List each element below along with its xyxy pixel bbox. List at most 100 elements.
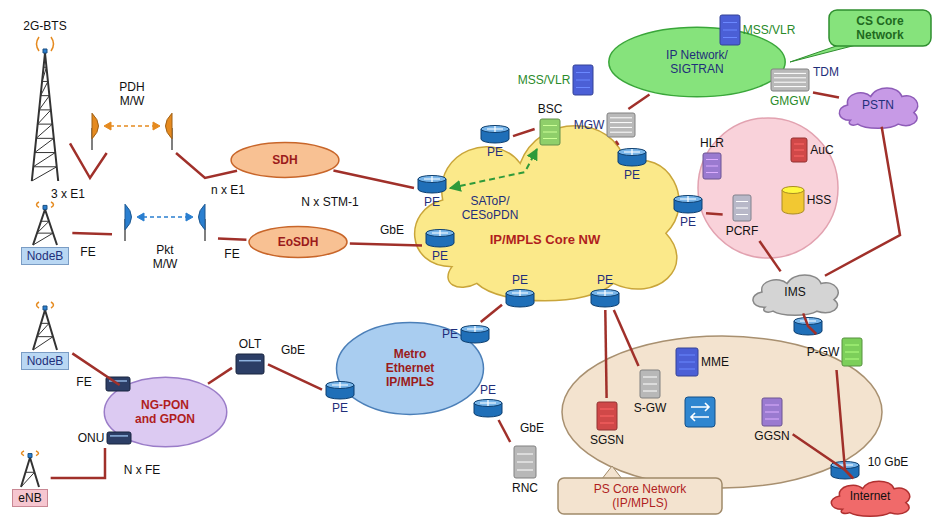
server-node: PCRF bbox=[726, 194, 759, 238]
icon-stroke bbox=[37, 221, 49, 233]
tower-icon bbox=[23, 35, 67, 181]
icon-stroke bbox=[723, 23, 737, 38]
router-top bbox=[618, 149, 646, 156]
node-label: HLR bbox=[700, 136, 724, 150]
server-node: GGSN bbox=[754, 397, 789, 443]
icon-stroke bbox=[512, 290, 528, 296]
connector bbox=[499, 420, 511, 442]
tower-icon bbox=[25, 300, 65, 350]
node-label: PE bbox=[480, 383, 496, 397]
server-node: P-GW bbox=[807, 337, 864, 367]
node-label: PE bbox=[487, 145, 503, 159]
switch-arrows bbox=[691, 403, 709, 421]
node-label: S-GW bbox=[634, 401, 667, 415]
node-label: SGSN bbox=[590, 433, 624, 447]
icon-stroke bbox=[467, 326, 483, 332]
node-label: PE bbox=[512, 273, 528, 287]
node-label: IP Network/ SIGTRAN bbox=[652, 48, 742, 76]
icon-stroke bbox=[110, 435, 128, 437]
server-icon bbox=[572, 64, 594, 96]
node-label: RNC bbox=[512, 481, 538, 495]
server-icon bbox=[790, 137, 808, 163]
icon-stroke bbox=[517, 454, 533, 470]
connector bbox=[825, 127, 900, 276]
edge-label: 10 GbE bbox=[868, 455, 909, 469]
router-node: PE bbox=[480, 125, 510, 159]
node-label: PE bbox=[432, 249, 448, 263]
router-node: PE bbox=[425, 229, 455, 263]
connector bbox=[481, 305, 502, 322]
server-icon bbox=[702, 152, 722, 180]
server-icon bbox=[539, 118, 561, 146]
olt-node: OLT bbox=[235, 337, 265, 375]
box-node: CS Core Network bbox=[828, 9, 932, 47]
server-icon bbox=[596, 401, 618, 431]
ell-shape bbox=[231, 143, 339, 178]
tower-node: eNB bbox=[12, 449, 47, 507]
node-label: PE bbox=[597, 273, 613, 287]
ell-shape bbox=[609, 27, 785, 97]
connector bbox=[837, 370, 854, 478]
node-label: MSS/VLR bbox=[743, 23, 796, 37]
device-body bbox=[514, 446, 536, 478]
node-label: AuC bbox=[810, 143, 833, 157]
node-label: P-GW bbox=[807, 345, 840, 359]
dishes-icon bbox=[82, 110, 182, 150]
node-label: Metro Ethernet IP/MPLS bbox=[375, 347, 445, 389]
device-body bbox=[236, 354, 264, 374]
router-top bbox=[474, 400, 502, 407]
device-body bbox=[597, 402, 617, 430]
connector bbox=[813, 92, 839, 97]
server-node: MSS/VLR bbox=[719, 14, 796, 46]
icon-stroke bbox=[576, 73, 590, 88]
cloud-node: Internet bbox=[824, 476, 916, 516]
olt-icon bbox=[106, 431, 132, 445]
server-icon bbox=[719, 14, 741, 46]
router-node: PE bbox=[590, 273, 620, 307]
router-top bbox=[591, 290, 619, 297]
icon-stroke bbox=[104, 122, 160, 130]
node-label: MGW bbox=[574, 118, 605, 132]
device-body bbox=[573, 65, 593, 95]
node-label: Internet bbox=[850, 489, 891, 503]
router-node: PE bbox=[673, 195, 703, 229]
icon-stroke bbox=[597, 290, 613, 296]
connector bbox=[208, 368, 232, 384]
connector bbox=[628, 95, 649, 109]
device-body bbox=[842, 338, 862, 366]
router-top bbox=[461, 326, 489, 333]
device-body bbox=[676, 348, 698, 376]
box-shape bbox=[829, 10, 931, 46]
ell-shape bbox=[249, 227, 347, 258]
icon-stroke bbox=[600, 409, 614, 423]
node-label: MME bbox=[701, 355, 729, 369]
node-label: EoSDH bbox=[278, 235, 319, 249]
rack-node: MGW bbox=[574, 112, 637, 138]
cyl-node: HSS bbox=[781, 186, 832, 214]
tower-node: NodeB bbox=[21, 200, 70, 265]
dishes-node: PDH M/W bbox=[82, 80, 182, 150]
tower-icon bbox=[15, 449, 45, 487]
connector bbox=[218, 238, 246, 239]
connector bbox=[614, 310, 639, 366]
icon-stroke bbox=[21, 472, 35, 487]
node-label: IP/MPLS Core NW bbox=[490, 233, 601, 247]
olt-icon bbox=[235, 353, 265, 375]
device-body bbox=[762, 398, 782, 426]
router-node: PE bbox=[617, 148, 647, 182]
icon-stroke bbox=[166, 113, 173, 139]
tower-icon bbox=[25, 200, 65, 245]
ell-shape bbox=[337, 322, 484, 414]
icon-stroke bbox=[33, 209, 57, 245]
node-label: 2G-BTS bbox=[23, 19, 66, 33]
icon-stroke bbox=[42, 67, 46, 81]
tower-node: 2G-BTS bbox=[23, 19, 67, 181]
server-icon bbox=[761, 397, 783, 427]
edge-label: GbE bbox=[281, 343, 305, 357]
connector bbox=[513, 129, 535, 136]
icon-stroke bbox=[765, 405, 779, 419]
node-label: NodeB bbox=[21, 247, 70, 265]
node-label: CS Core Network bbox=[845, 14, 915, 42]
router-node: PE bbox=[325, 381, 355, 415]
